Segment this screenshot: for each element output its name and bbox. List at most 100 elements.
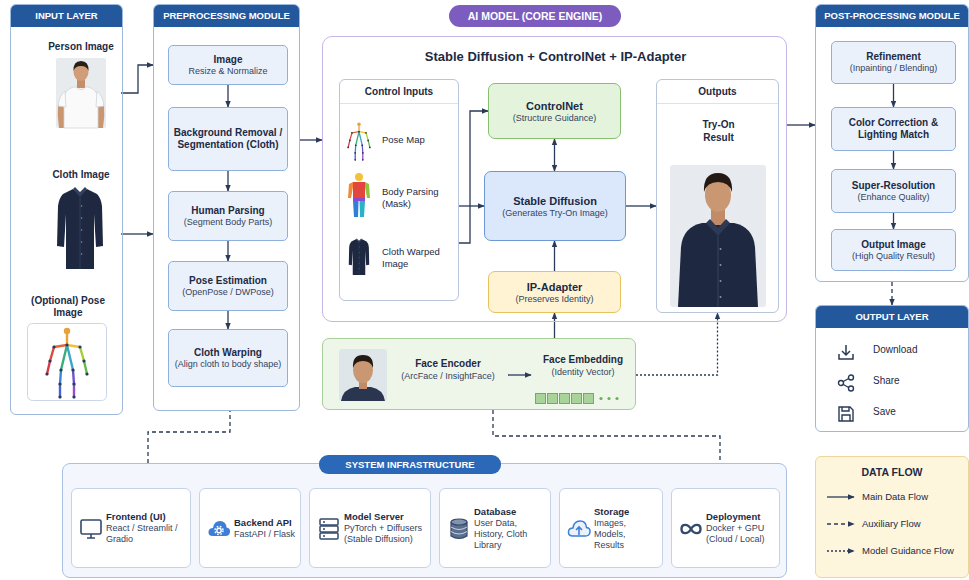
infinity-icon	[679, 517, 703, 541]
module-header: POST-PROCESSING MODULE	[816, 5, 968, 27]
process-box: Refinement(Inpainting / Blending)	[831, 41, 956, 84]
text-slot: Control Inputs	[340, 80, 458, 104]
text-slot: (ArcFace / InsightFace)	[391, 371, 505, 382]
io-panel: Control InputsPose MapBody Parsing (Mask…	[339, 79, 459, 301]
box-detail: (Inpainting / Blending)	[850, 63, 938, 74]
text-slot: SYSTEM INFRASTRUCTURE	[319, 455, 501, 474]
legend-line-sample	[826, 546, 856, 556]
box-heading: Database	[474, 506, 516, 518]
legend-line-sample	[826, 519, 856, 529]
text-slot: Cloth Warped Image	[382, 246, 456, 270]
flow-connector	[227, 171, 228, 191]
legend-label: Auxiliary Flow	[862, 518, 921, 530]
text-slot: POST-PROCESSING MODULE	[816, 5, 968, 27]
flow-connector	[636, 313, 718, 375]
box-heading: Storage	[594, 506, 629, 518]
warped-cloth-icon	[348, 238, 370, 276]
input-image: Cloth Image	[41, 169, 121, 274]
text-slot: Body Parsing (Mask)	[382, 186, 456, 210]
flow-connector	[554, 139, 555, 171]
text-slot: INPUT LAYER	[11, 5, 122, 27]
input-label: Pose Map	[382, 134, 456, 146]
box-detail: Images, Models, Results	[594, 518, 658, 551]
text-slot: PREPROCESSING MODULE	[154, 5, 299, 27]
text-slot: Save	[873, 406, 963, 418]
text-slot: (Optional) Pose Image	[19, 295, 117, 319]
box-heading: Cloth Warping	[194, 347, 262, 359]
box-detail: (Enhance Quality)	[857, 192, 929, 203]
flow-connector	[893, 84, 894, 107]
infra-card: StorageImages, Models, Results	[559, 488, 663, 568]
box-detail: Resize & Normalize	[188, 66, 267, 77]
flow-connector	[891, 282, 892, 305]
engine-panel: AI MODEL (CORE ENGINE)Stable Diffusion +…	[322, 36, 787, 322]
flow-connector	[148, 411, 230, 463]
box-detail: (Structure Guidance)	[513, 113, 597, 124]
download-icon	[837, 343, 855, 361]
panel-heading: Control Inputs	[340, 80, 458, 104]
input-image: Person Image	[41, 41, 121, 131]
flow-connector	[227, 311, 228, 329]
box-heading: Stable Diffusion	[513, 194, 597, 208]
pose-skeleton	[27, 323, 107, 401]
text-slot: Outputs	[657, 80, 778, 104]
box-detail: (Segment Body Parts)	[184, 217, 273, 228]
process-box: Super-Resolution(Enhance Quality)	[831, 169, 956, 213]
box-heading: Color Correction & Lighting Match	[836, 117, 951, 141]
engine-badge: AI MODEL (CORE ENGINE)	[449, 5, 621, 27]
text-slot: (Identity Vector)	[535, 367, 631, 378]
text-slot: Person Image	[41, 41, 121, 53]
text-slot: Try-On Result	[691, 118, 746, 144]
legend-row: Model Guidance Flow	[826, 545, 954, 557]
encoder-box: Face Encoder(ArcFace / InsightFace) Face …	[322, 338, 636, 410]
text-slot: Share	[873, 375, 963, 387]
try-on-photo	[670, 165, 766, 307]
flow-connector	[459, 205, 484, 206]
box-heading: Output Image	[861, 239, 925, 251]
legend-box: DATA FLOW Main Data FlowAuxiliary FlowMod…	[815, 456, 969, 578]
box-detail: React / Streamlit / Gradio	[106, 523, 186, 545]
flow-connector	[493, 410, 720, 463]
flow-connector	[893, 151, 894, 169]
legend-line-sample	[826, 492, 856, 502]
text-slot: Face Embedding	[535, 353, 631, 366]
box-heading: Human Parsing	[191, 205, 264, 217]
infra-badge: SYSTEM INFRASTRUCTURE	[319, 455, 501, 474]
encoder-detail: (Identity Vector)	[535, 367, 631, 378]
module-header: OUTPUT LAYER	[816, 306, 968, 328]
face-photo	[339, 349, 387, 401]
io-panel: OutputsTry-On Result	[656, 79, 779, 313]
engine-title: Stable Diffusion + ControlNet + IP-Adapt…	[339, 49, 772, 65]
flow-connector	[554, 241, 555, 271]
flow-connector	[300, 139, 322, 140]
text-slot: AI MODEL (CORE ENGINE)	[449, 5, 621, 27]
text-slot: Pose Map	[382, 134, 456, 146]
image-caption: (Optional) Pose Image	[19, 295, 117, 319]
input-image: (Optional) Pose Image	[19, 295, 117, 405]
process-box: Background Removal / Segmentation (Cloth…	[168, 107, 288, 171]
infra-card: Backend APIFastAPI / Flask	[199, 488, 301, 568]
box-heading: Super-Resolution	[852, 180, 935, 192]
encoder-heading: Face Encoder	[391, 357, 505, 370]
legend-label: Main Data Flow	[862, 491, 928, 503]
infra-card: Model ServerPyTorch + Diffusers (Stable …	[309, 488, 431, 568]
legend-label: Model Guidance Flow	[862, 545, 954, 557]
text-slot: Face Encoder	[391, 357, 505, 370]
box-detail: User Data, History, Cloth Library	[474, 518, 546, 551]
flow-connector	[554, 313, 555, 338]
flow-connector	[227, 85, 228, 107]
input-label: Cloth Warped Image	[382, 246, 456, 270]
box-heading: ControlNet	[526, 99, 583, 113]
infra-card: Frontend (UI)React / Streamlit / Gradio	[71, 488, 191, 568]
text-slot: OUTPUT LAYER	[816, 306, 968, 328]
module-panel: OUTPUT LAYERDownloadShareSave	[815, 305, 969, 432]
box-heading: Image	[214, 54, 243, 66]
output-label: Try-On Result	[691, 118, 746, 144]
model-box: IP-Adapter(Preserves Identity)	[488, 271, 621, 313]
module-panel: INPUT LAYER Person Image Cloth Image (Op…	[10, 4, 123, 415]
text-slot: DATA FLOW	[816, 465, 968, 479]
infra-card: DeploymentDocker + GPU (Cloud / Local)	[671, 488, 780, 568]
module-header: PREPROCESSING MODULE	[154, 5, 299, 27]
legend-row: Auxiliary Flow	[826, 518, 921, 530]
